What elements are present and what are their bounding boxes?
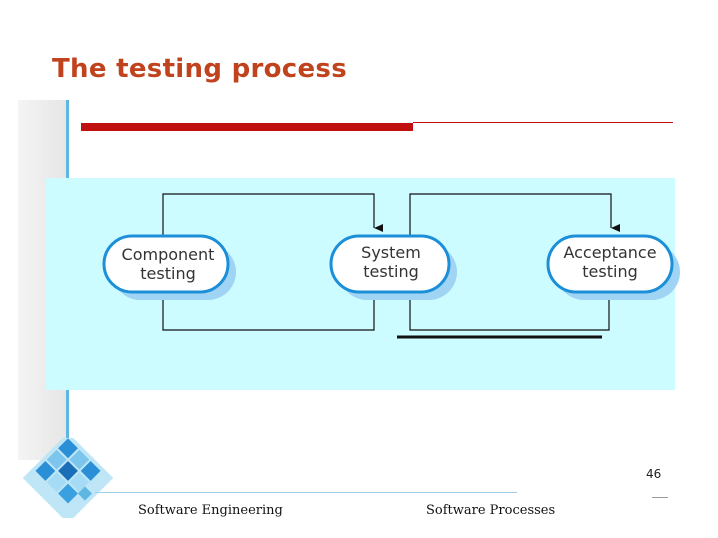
arrow-system-to-acceptance xyxy=(409,193,620,236)
node-acceptance-testing: Acceptance testing xyxy=(546,234,680,300)
node-label: testing xyxy=(582,262,637,281)
footer-divider xyxy=(95,492,517,493)
connector-arrows xyxy=(154,193,620,331)
footer-course-title: Software Engineering xyxy=(138,503,283,518)
arrow-system-back-to-component xyxy=(154,287,375,331)
node-label: System xyxy=(361,243,421,262)
node-label: Component xyxy=(122,245,215,264)
logo-grid-icon xyxy=(22,438,114,518)
node-system-testing: System testing xyxy=(329,234,457,300)
node-label: testing xyxy=(363,262,418,281)
node-label: testing xyxy=(140,264,195,283)
node-label: Acceptance xyxy=(563,243,656,262)
page-number: 46 xyxy=(646,467,662,481)
slide-title: The testing process xyxy=(52,54,347,84)
node-component-testing: Component testing xyxy=(102,234,236,300)
footer-chapter-title: Software Processes xyxy=(426,503,556,518)
title-red-thin-rule xyxy=(413,122,673,123)
arrow-acceptance-back-to-system xyxy=(401,287,610,331)
footer-right-divider xyxy=(652,497,668,498)
title-red-rule xyxy=(81,123,413,131)
arrow-component-to-system xyxy=(162,193,383,236)
